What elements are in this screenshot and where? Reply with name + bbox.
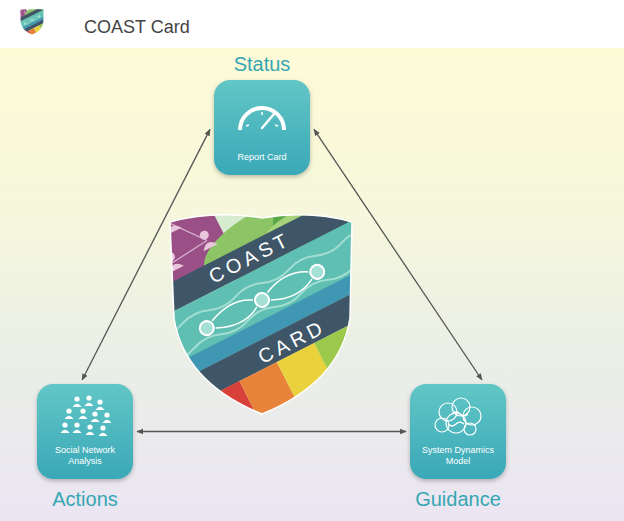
box-label: Social Network Analysis [42, 445, 128, 467]
report-card-box: StatusReport Card [214, 80, 310, 175]
box-label: Report Card [237, 152, 286, 163]
node-heading: Status [234, 53, 291, 76]
shield-band-label: CARD [254, 315, 329, 368]
page-title: COAST Card [84, 17, 190, 38]
people-network-icon [55, 394, 115, 439]
header-logo [0, 0, 77, 59]
node-heading: Guidance [415, 488, 501, 511]
node-heading: Actions [52, 488, 118, 511]
gauge-icon [232, 90, 292, 135]
model-cloud-icon [428, 394, 488, 439]
double-arrow [137, 431, 406, 432]
dynamics-model-box: GuidanceSystem Dynamics Model [410, 384, 506, 479]
shield-band-label: COAST [205, 228, 295, 289]
double-arrow [82, 129, 210, 380]
box-label: System Dynamics Model [415, 445, 501, 467]
coast-card-shield [0, 0, 607, 521]
network-analysis-box: ActionsSocial Network Analysis [37, 384, 133, 479]
double-arrow [314, 129, 482, 380]
